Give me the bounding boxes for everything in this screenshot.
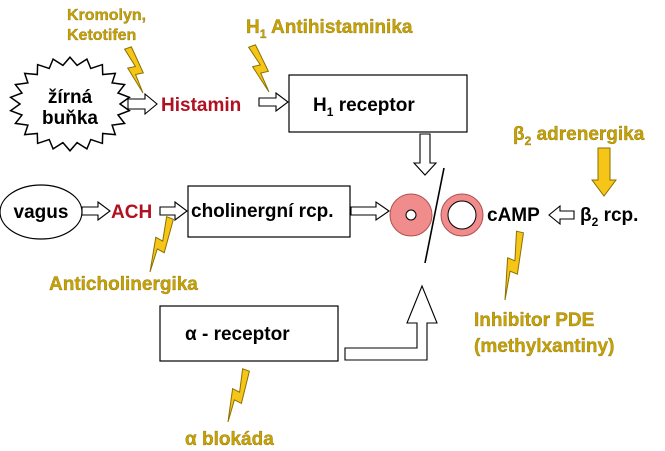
histamin-label: Histamin [161,95,241,116]
lightning-bolts [123,44,525,423]
mast-cell-label-line2: buňka [42,108,98,129]
inhibitor-pde-label-line1: Inhibitor PDE [474,310,594,331]
arrow-cholinergic-to-cells [350,200,390,222]
cell-left-nucleus [405,209,417,221]
arrow-vagus-to-ach [81,200,111,222]
alpha-receptor-label: α - receptor [185,324,290,345]
lightning-icon-h1-antihistaminika [247,44,270,93]
kromolyn-label-line2: Ketotifen [67,27,136,44]
lightning-icon-inhibitor-pde [504,230,525,301]
h1-receptor-box [288,74,468,133]
smooth-muscle-cells [389,167,484,264]
arrow-mastcell-to-histamin [127,92,158,116]
cell-right-inner [447,200,477,230]
beta2-receptor-label: β2 rcp. [580,205,638,229]
mast-cell-icon [9,56,131,152]
lightning-icon-alpha-blokada [227,368,250,423]
arrow-beta2-agonist [591,147,617,197]
beta2-adrenergika-label: β2 adrenergika [513,124,645,148]
h1-antihistaminika-label: H1 Antihistaminika [246,17,413,41]
cholinergic-receptor-box [187,185,351,238]
anticholinergika-label: Anticholinergika [49,274,198,295]
h1-receptor-label: H1 receptor [313,95,415,119]
lightning-icon-kromolyn [123,46,145,94]
vagus-label: vagus [14,202,69,223]
arrow-alpha-to-cells [344,284,438,361]
membrane-slash [424,167,445,264]
arrow-histamin-to-h1 [258,91,289,113]
inhibitor-pde-label-line2: (methylxantiny) [474,336,614,357]
alpha-receptor-box [159,305,339,362]
cholinergic-receptor-label: cholinergní rcp. [191,201,334,222]
arrow-ach-to-cholinergic [159,200,188,222]
arrow-beta2-to-camp [548,204,575,226]
lightning-icon-anticholinergika [149,216,175,273]
kromolyn-label-line1: Kromolyn, [67,7,146,24]
ach-label: ACH [111,202,152,223]
camp-label: cAMP [487,205,540,226]
alpha-blokada-label: α blokáda [185,429,274,450]
arrow-h1-to-cells [412,133,438,176]
mast-cell-label-line1: žírná [48,87,93,108]
